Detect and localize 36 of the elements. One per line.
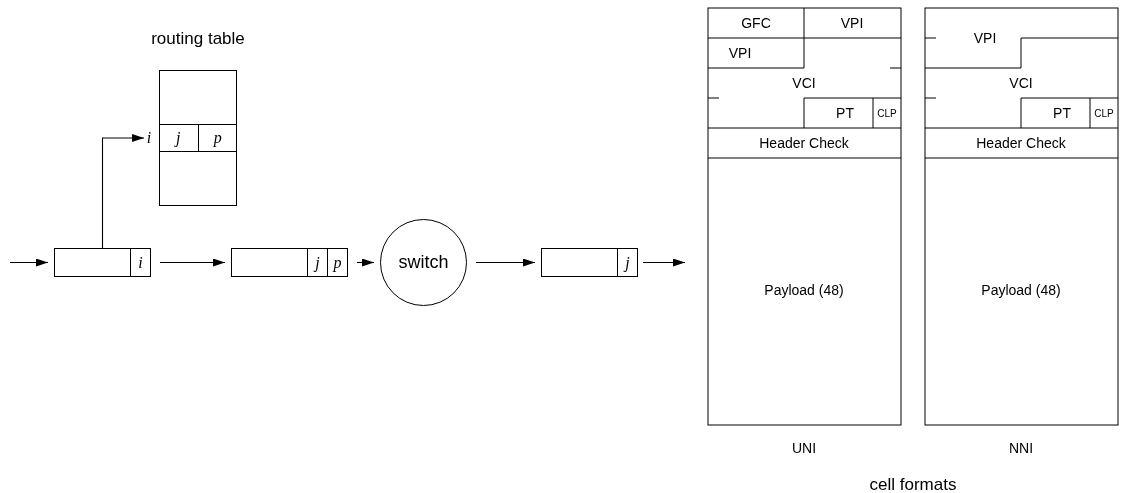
arrow <box>642 258 686 267</box>
field-label: VPI <box>840 16 864 30</box>
header-field: j <box>617 249 637 276</box>
packet-box <box>541 248 638 277</box>
format-label: NNI <box>1008 441 1034 455</box>
field-label: VCI <box>792 76 816 90</box>
arrow <box>9 258 49 267</box>
format-label: UNI <box>791 441 817 455</box>
table-row <box>159 124 237 152</box>
arrow <box>475 258 536 267</box>
arrow <box>101 134 145 249</box>
caption: cell formats <box>869 475 957 493</box>
arrow <box>159 258 226 267</box>
field-label: Payload (48) <box>981 283 1061 297</box>
header-field: p <box>327 249 347 276</box>
field-label: Header Check <box>759 136 849 150</box>
table-heading: routing table <box>151 29 245 47</box>
field-label: VCI <box>1009 76 1033 90</box>
field-label: Payload (48) <box>764 283 844 297</box>
field-label: Header Check <box>976 136 1066 150</box>
field-label: CLP <box>1094 109 1114 119</box>
packet-box <box>54 248 151 277</box>
row-index-label: i <box>146 130 152 146</box>
table-cell-text: j <box>173 128 182 149</box>
field-label: PT <box>836 106 854 120</box>
routing-table <box>159 70 237 206</box>
field-label: CLP <box>877 109 897 119</box>
header-field: j <box>307 249 327 276</box>
field-label: GFC <box>741 16 771 30</box>
header-field: i <box>130 249 150 276</box>
packet-box <box>231 248 348 277</box>
table-cell: p <box>197 125 237 151</box>
field-label: PT <box>1053 106 1071 120</box>
field-label: VPI <box>728 46 752 60</box>
field-label: VPI <box>973 31 997 45</box>
arrow <box>356 258 375 267</box>
